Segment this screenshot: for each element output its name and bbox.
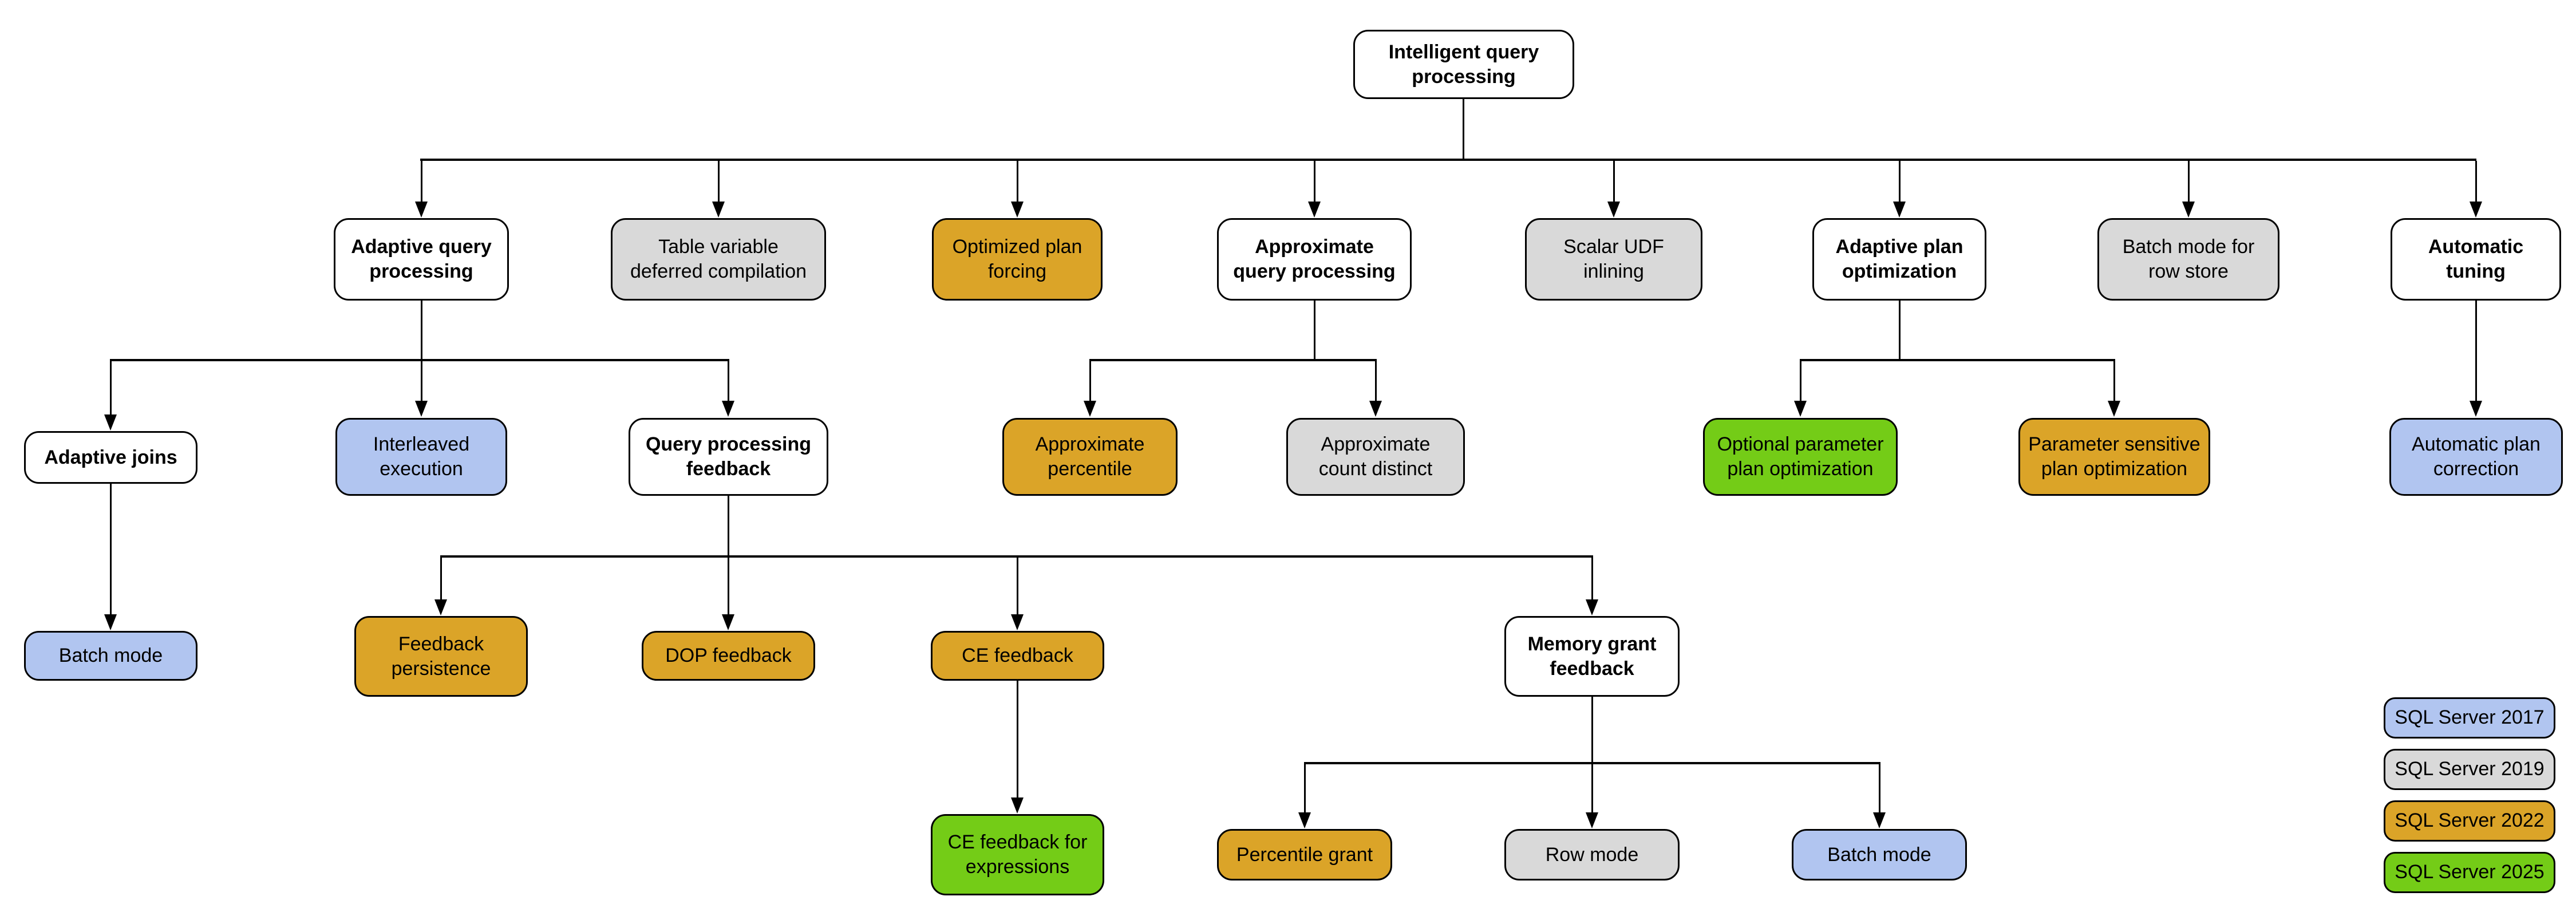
edge-drop-batch-mode-adaptive — [110, 484, 112, 614]
edge-drop-automatic-tuning — [2475, 161, 2477, 202]
edge-drop-ce-feedback-expressions — [1017, 681, 1018, 797]
arrowhead-batch-mode-adaptive — [104, 614, 117, 630]
edge-drop-adaptive-joins — [110, 361, 112, 414]
arrowhead-scalar-udf-inlining — [1607, 202, 1620, 218]
edge-drop-optimized-plan-forcing — [1017, 161, 1018, 202]
node-adaptive-joins: Adaptive joins — [24, 431, 197, 484]
edge-axqp-stem — [1314, 301, 1315, 361]
node-optional-parameter-plan-optimization: Optional parameter plan optimization — [1703, 418, 1898, 496]
arrowhead-adaptive-query-processing — [415, 202, 428, 218]
node-optimized-plan-forcing: Optimized plan forcing — [932, 218, 1103, 301]
edge-drop-adaptive-query-processing — [421, 161, 422, 202]
node-memory-grant-feedback: Memory grant feedback — [1504, 616, 1680, 697]
arrowhead-feedback-persistence — [434, 599, 447, 615]
node-intelligent-query-processing: Intelligent query processing — [1353, 30, 1574, 99]
edge-drop-table-variable — [718, 161, 720, 202]
arrowhead-memory-grant-feedback — [1586, 599, 1598, 615]
edge-drop-query-processing-feedback — [728, 361, 729, 401]
node-percentile-grant: Percentile grant — [1217, 829, 1392, 881]
legend-sql-server-2019: SQL Server 2019 — [2384, 749, 2555, 790]
arrowhead-automatic-plan-correction — [2470, 401, 2482, 417]
node-dop-feedback: DOP feedback — [642, 631, 815, 681]
edge-mgf-stem — [1591, 697, 1593, 764]
node-interleaved-execution: Interleaved execution — [335, 418, 507, 496]
edge-drop-feedback-persistence — [440, 558, 442, 599]
edge-mgf-bus — [1304, 762, 1880, 764]
edge-qpf-stem — [728, 496, 729, 558]
edge-drop-automatic-plan-correction — [2475, 301, 2477, 401]
arrowhead-query-processing-feedback — [722, 401, 734, 417]
edge-qpf-bus — [440, 555, 1593, 558]
edge-drop-approximate-percentile — [1089, 361, 1091, 401]
arrowhead-row-mode — [1586, 812, 1598, 828]
arrowhead-interleaved-execution — [415, 401, 428, 417]
arrowhead-dop-feedback — [722, 614, 734, 630]
node-batch-mode-memory-grant: Batch mode — [1792, 829, 1967, 881]
arrowhead-batch-mode-memory — [1873, 812, 1886, 828]
edge-drop-scalar-udf-inlining — [1613, 161, 1615, 202]
edge-drop-percentile-grant — [1304, 764, 1306, 812]
node-approximate-query-processing: Approximate query processing — [1217, 218, 1412, 301]
node-batch-mode-for-row-store: Batch mode for row store — [2097, 218, 2279, 301]
arrowhead-approximate-query-processing — [1308, 202, 1321, 218]
edge-drop-row-mode — [1591, 764, 1593, 812]
edge-root-bus — [420, 159, 2476, 161]
arrowhead-ce-feedback-expressions — [1011, 797, 1024, 814]
edge-drop-batch-mode-row-store — [2188, 161, 2190, 202]
node-automatic-tuning: Automatic tuning — [2391, 218, 2561, 301]
node-adaptive-query-processing: Adaptive query processing — [334, 218, 509, 301]
arrowhead-adaptive-plan-optimization — [1893, 202, 1906, 218]
edge-drop-optional-parameter — [1800, 361, 1801, 401]
arrowhead-approximate-count-distinct — [1369, 401, 1382, 417]
legend-sql-server-2017: SQL Server 2017 — [2384, 697, 2555, 739]
node-scalar-udf-inlining: Scalar UDF inlining — [1525, 218, 1702, 301]
edge-drop-ce-feedback — [1017, 558, 1018, 614]
node-table-variable-deferred-compilation: Table variable deferred compilation — [611, 218, 826, 301]
node-approximate-percentile: Approximate percentile — [1002, 418, 1178, 496]
edge-aqp-bus — [110, 359, 729, 361]
arrowhead-batch-mode-row-store — [2182, 202, 2195, 218]
arrowhead-table-variable — [712, 202, 725, 218]
node-ce-feedback: CE feedback — [931, 631, 1104, 681]
arrowhead-parameter-sensitive — [2108, 401, 2120, 417]
edge-drop-batch-mode-memory — [1879, 764, 1880, 812]
edge-drop-memory-grant-feedback — [1591, 558, 1593, 599]
edge-drop-dop-feedback — [728, 558, 729, 614]
legend-sql-server-2025: SQL Server 2025 — [2384, 852, 2555, 893]
edge-root-stem — [1463, 99, 1464, 161]
edge-apo-bus — [1800, 359, 2115, 361]
edge-drop-parameter-sensitive — [2113, 361, 2115, 401]
arrowhead-optimized-plan-forcing — [1011, 202, 1024, 218]
node-automatic-plan-correction: Automatic plan correction — [2389, 418, 2563, 496]
edge-axqp-bus — [1089, 359, 1377, 361]
edge-apo-stem — [1899, 301, 1901, 361]
edge-drop-approximate-count-distinct — [1375, 361, 1377, 401]
node-approximate-count-distinct: Approximate count distinct — [1286, 418, 1465, 496]
legend-sql-server-2022: SQL Server 2022 — [2384, 800, 2555, 842]
edge-drop-approximate-query-processing — [1314, 161, 1315, 202]
edge-drop-adaptive-plan-optimization — [1899, 161, 1901, 202]
arrowhead-ce-feedback — [1011, 614, 1024, 630]
arrowhead-adaptive-joins — [104, 414, 117, 431]
arrowhead-percentile-grant — [1298, 812, 1311, 828]
node-row-mode: Row mode — [1504, 829, 1680, 881]
node-feedback-persistence: Feedback persistence — [354, 616, 528, 697]
node-ce-feedback-for-expressions: CE feedback for expressions — [931, 814, 1104, 895]
edge-drop-interleaved-execution — [421, 361, 422, 401]
node-adaptive-plan-optimization: Adaptive plan optimization — [1812, 218, 1986, 301]
arrowhead-optional-parameter — [1794, 401, 1807, 417]
node-query-processing-feedback: Query processing feedback — [629, 418, 828, 496]
arrowhead-approximate-percentile — [1084, 401, 1096, 417]
node-parameter-sensitive-plan-optimization: Parameter sensitive plan optimization — [2018, 418, 2210, 496]
node-batch-mode-adaptive-joins: Batch mode — [24, 631, 197, 681]
edge-aqp-stem — [421, 301, 422, 361]
arrowhead-automatic-tuning — [2470, 202, 2482, 218]
